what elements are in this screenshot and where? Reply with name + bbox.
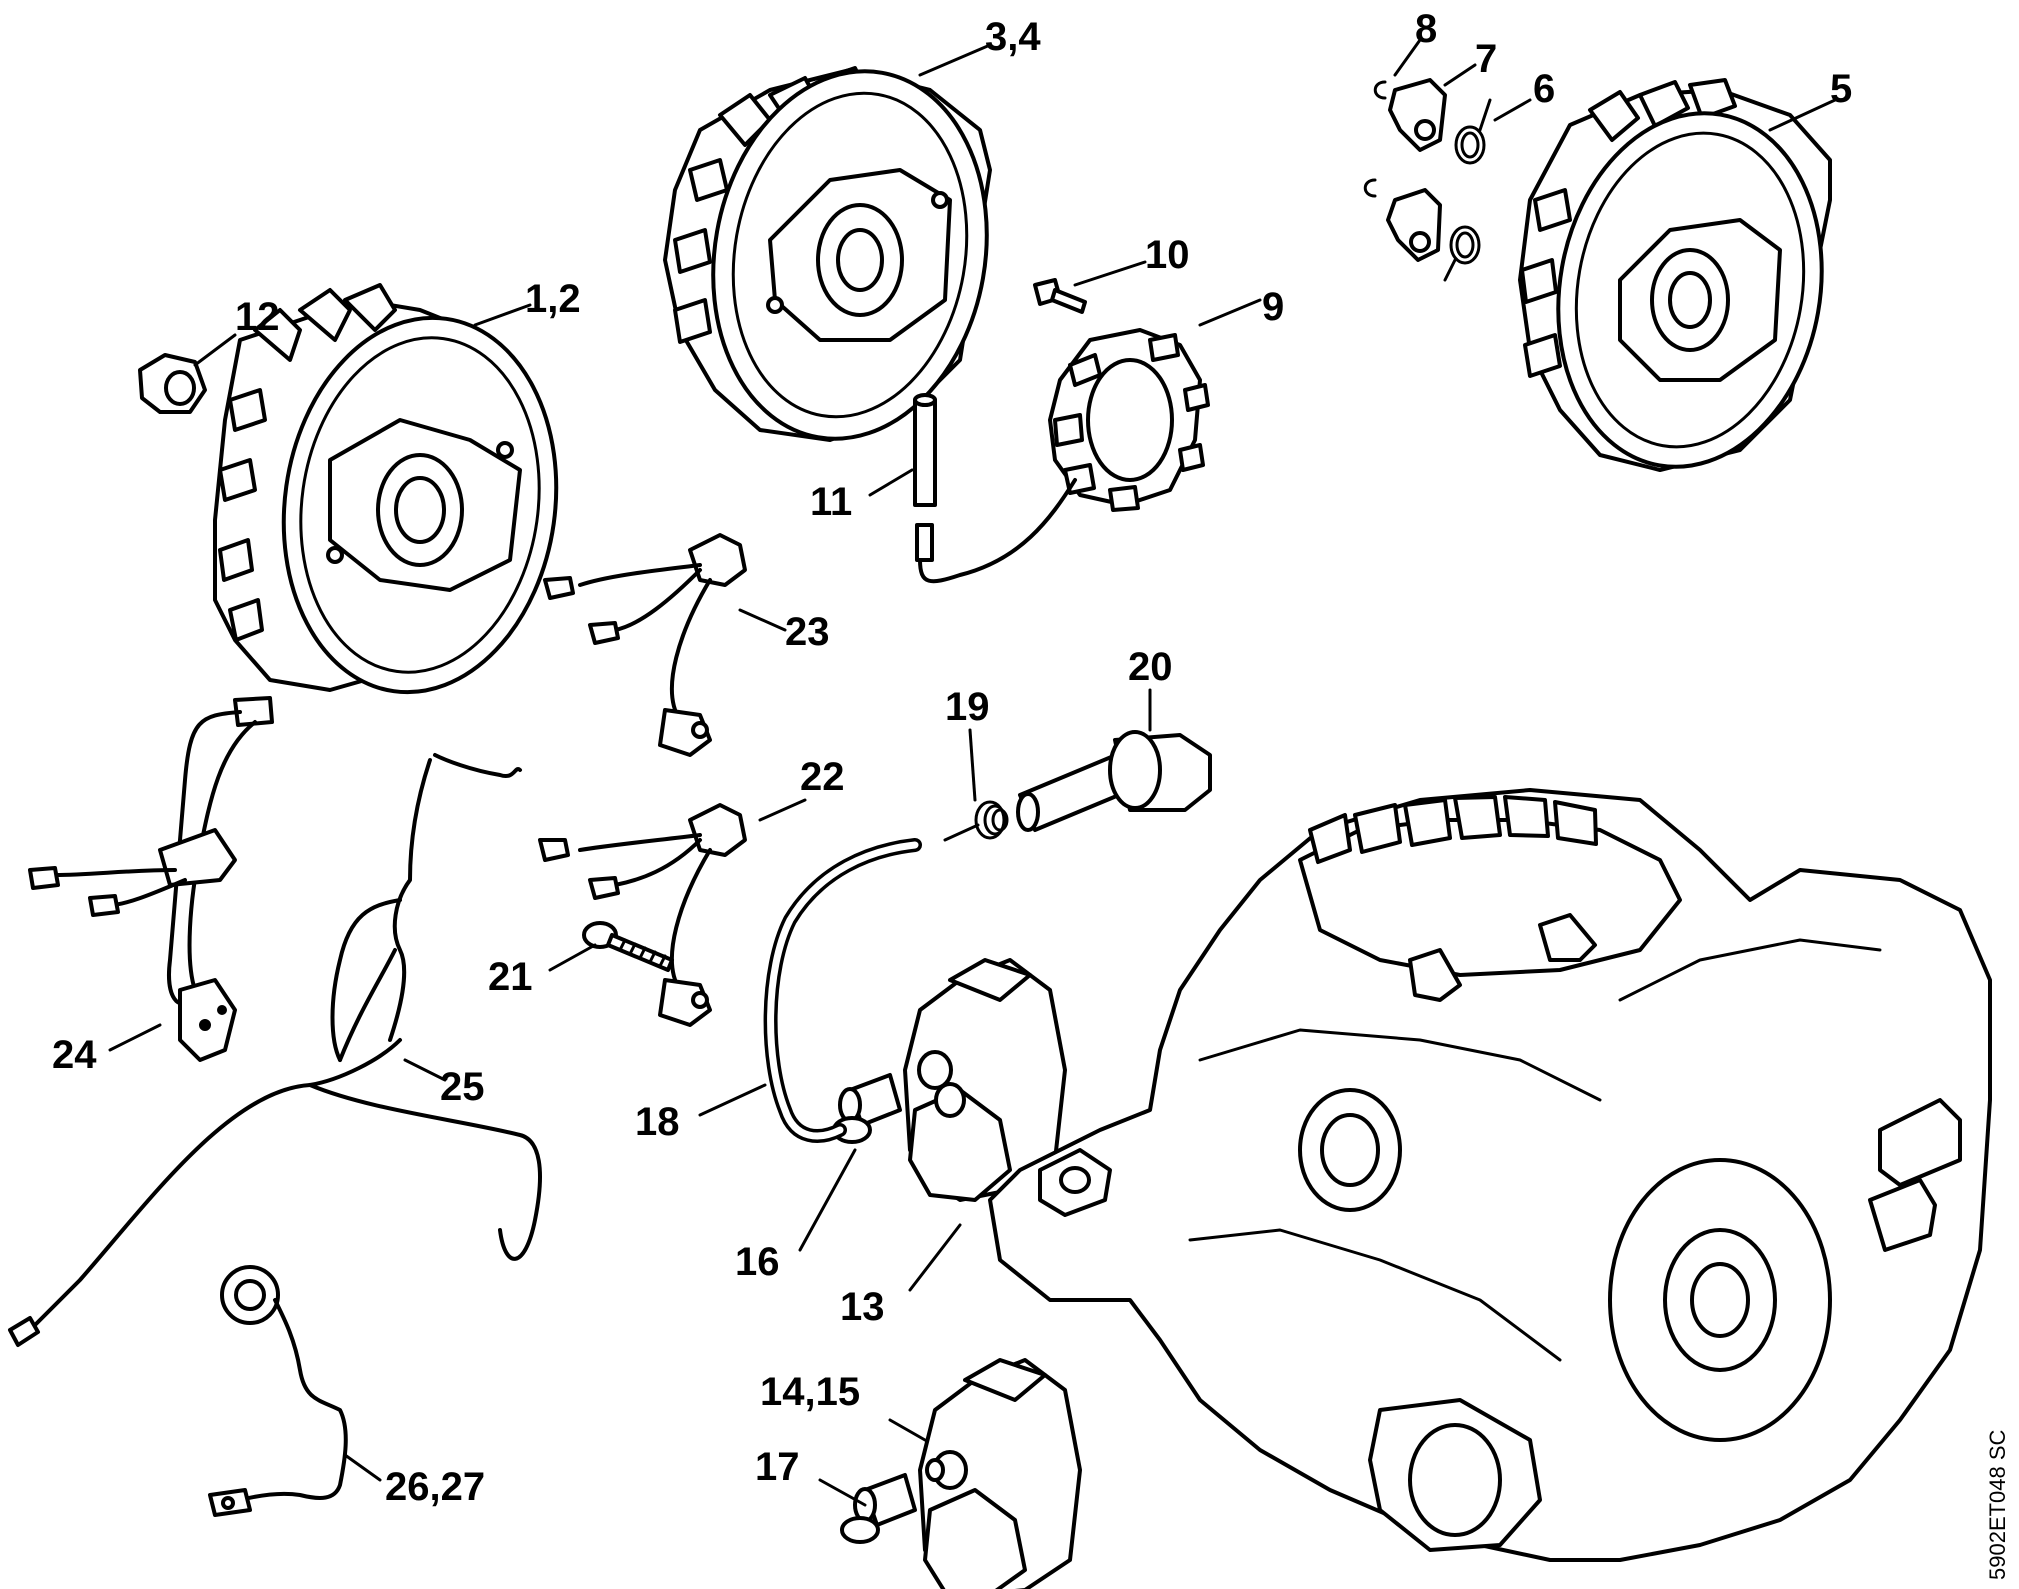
callout-label: 26,27	[385, 1465, 485, 1509]
callout-label: 11	[810, 480, 852, 524]
stator-coil-9[interactable]	[918, 328, 1210, 584]
ignition-module-13[interactable]	[903, 958, 1067, 1202]
callout-label: 14,15	[760, 1370, 860, 1414]
callout-label: 5	[1830, 67, 1852, 111]
callout-label: 10	[1145, 233, 1190, 277]
callout-label: 25	[440, 1065, 485, 1109]
callout-label: 9	[1262, 285, 1284, 329]
callout-label: 23	[785, 610, 830, 654]
connector-17[interactable]	[840, 1473, 917, 1544]
callout-label: 7	[1475, 37, 1497, 81]
flywheel-5[interactable]	[1518, 78, 1849, 488]
screw-21[interactable]	[582, 921, 674, 972]
nut-12[interactable]	[138, 353, 207, 414]
callout-label: 18	[635, 1100, 680, 1144]
callout-label: 1,2	[525, 277, 581, 321]
spring-6[interactable]	[1443, 98, 1492, 282]
ground-wire-26-27[interactable]	[208, 1265, 348, 1517]
flywheel-3-4[interactable]	[663, 49, 1015, 460]
callout-label: 22	[800, 755, 845, 799]
callout-label: 17	[755, 1445, 800, 1489]
callout-label: 13	[840, 1285, 885, 1329]
short-circuit-wire-23[interactable]	[543, 533, 747, 757]
clip-8[interactable]	[1363, 80, 1387, 198]
callout-label: 19	[945, 685, 990, 729]
connector-16[interactable]	[832, 1073, 902, 1144]
spring-19[interactable]	[943, 800, 1009, 842]
callout-label: 16	[735, 1240, 780, 1284]
callout-label: 8	[1415, 7, 1437, 51]
pawl-7[interactable]	[1386, 78, 1447, 262]
spark-plug-boot-20[interactable]	[1016, 730, 1212, 832]
callout-labels: 1,2 3,4 5 6 7 8 9 10 11 12 13 14,15 16 1…	[52, 7, 1852, 1509]
callout-label: 3,4	[985, 15, 1041, 59]
callout-label: 20	[1128, 645, 1173, 689]
flywheel-1-2[interactable]	[213, 283, 580, 710]
callout-label: 6	[1533, 67, 1555, 111]
ignition-lead-18[interactable]	[763, 838, 922, 1143]
callout-label: 24	[52, 1033, 97, 1077]
ignition-module-14-15[interactable]	[918, 1358, 1082, 1589]
engine-crankcase	[988, 788, 1992, 1562]
callout-label: 12	[235, 295, 280, 339]
leader-lines	[108, 38, 1837, 1507]
screw-10[interactable]	[1033, 278, 1087, 314]
short-circuit-wire-22[interactable]	[538, 803, 747, 1027]
sleeve-11[interactable]	[913, 393, 937, 562]
callout-label: 21	[488, 955, 533, 999]
diagram-code: 5902ET048 SC	[1985, 1429, 2010, 1580]
wire-harness-24[interactable]	[28, 696, 274, 1062]
wire-25[interactable]	[8, 753, 542, 1347]
